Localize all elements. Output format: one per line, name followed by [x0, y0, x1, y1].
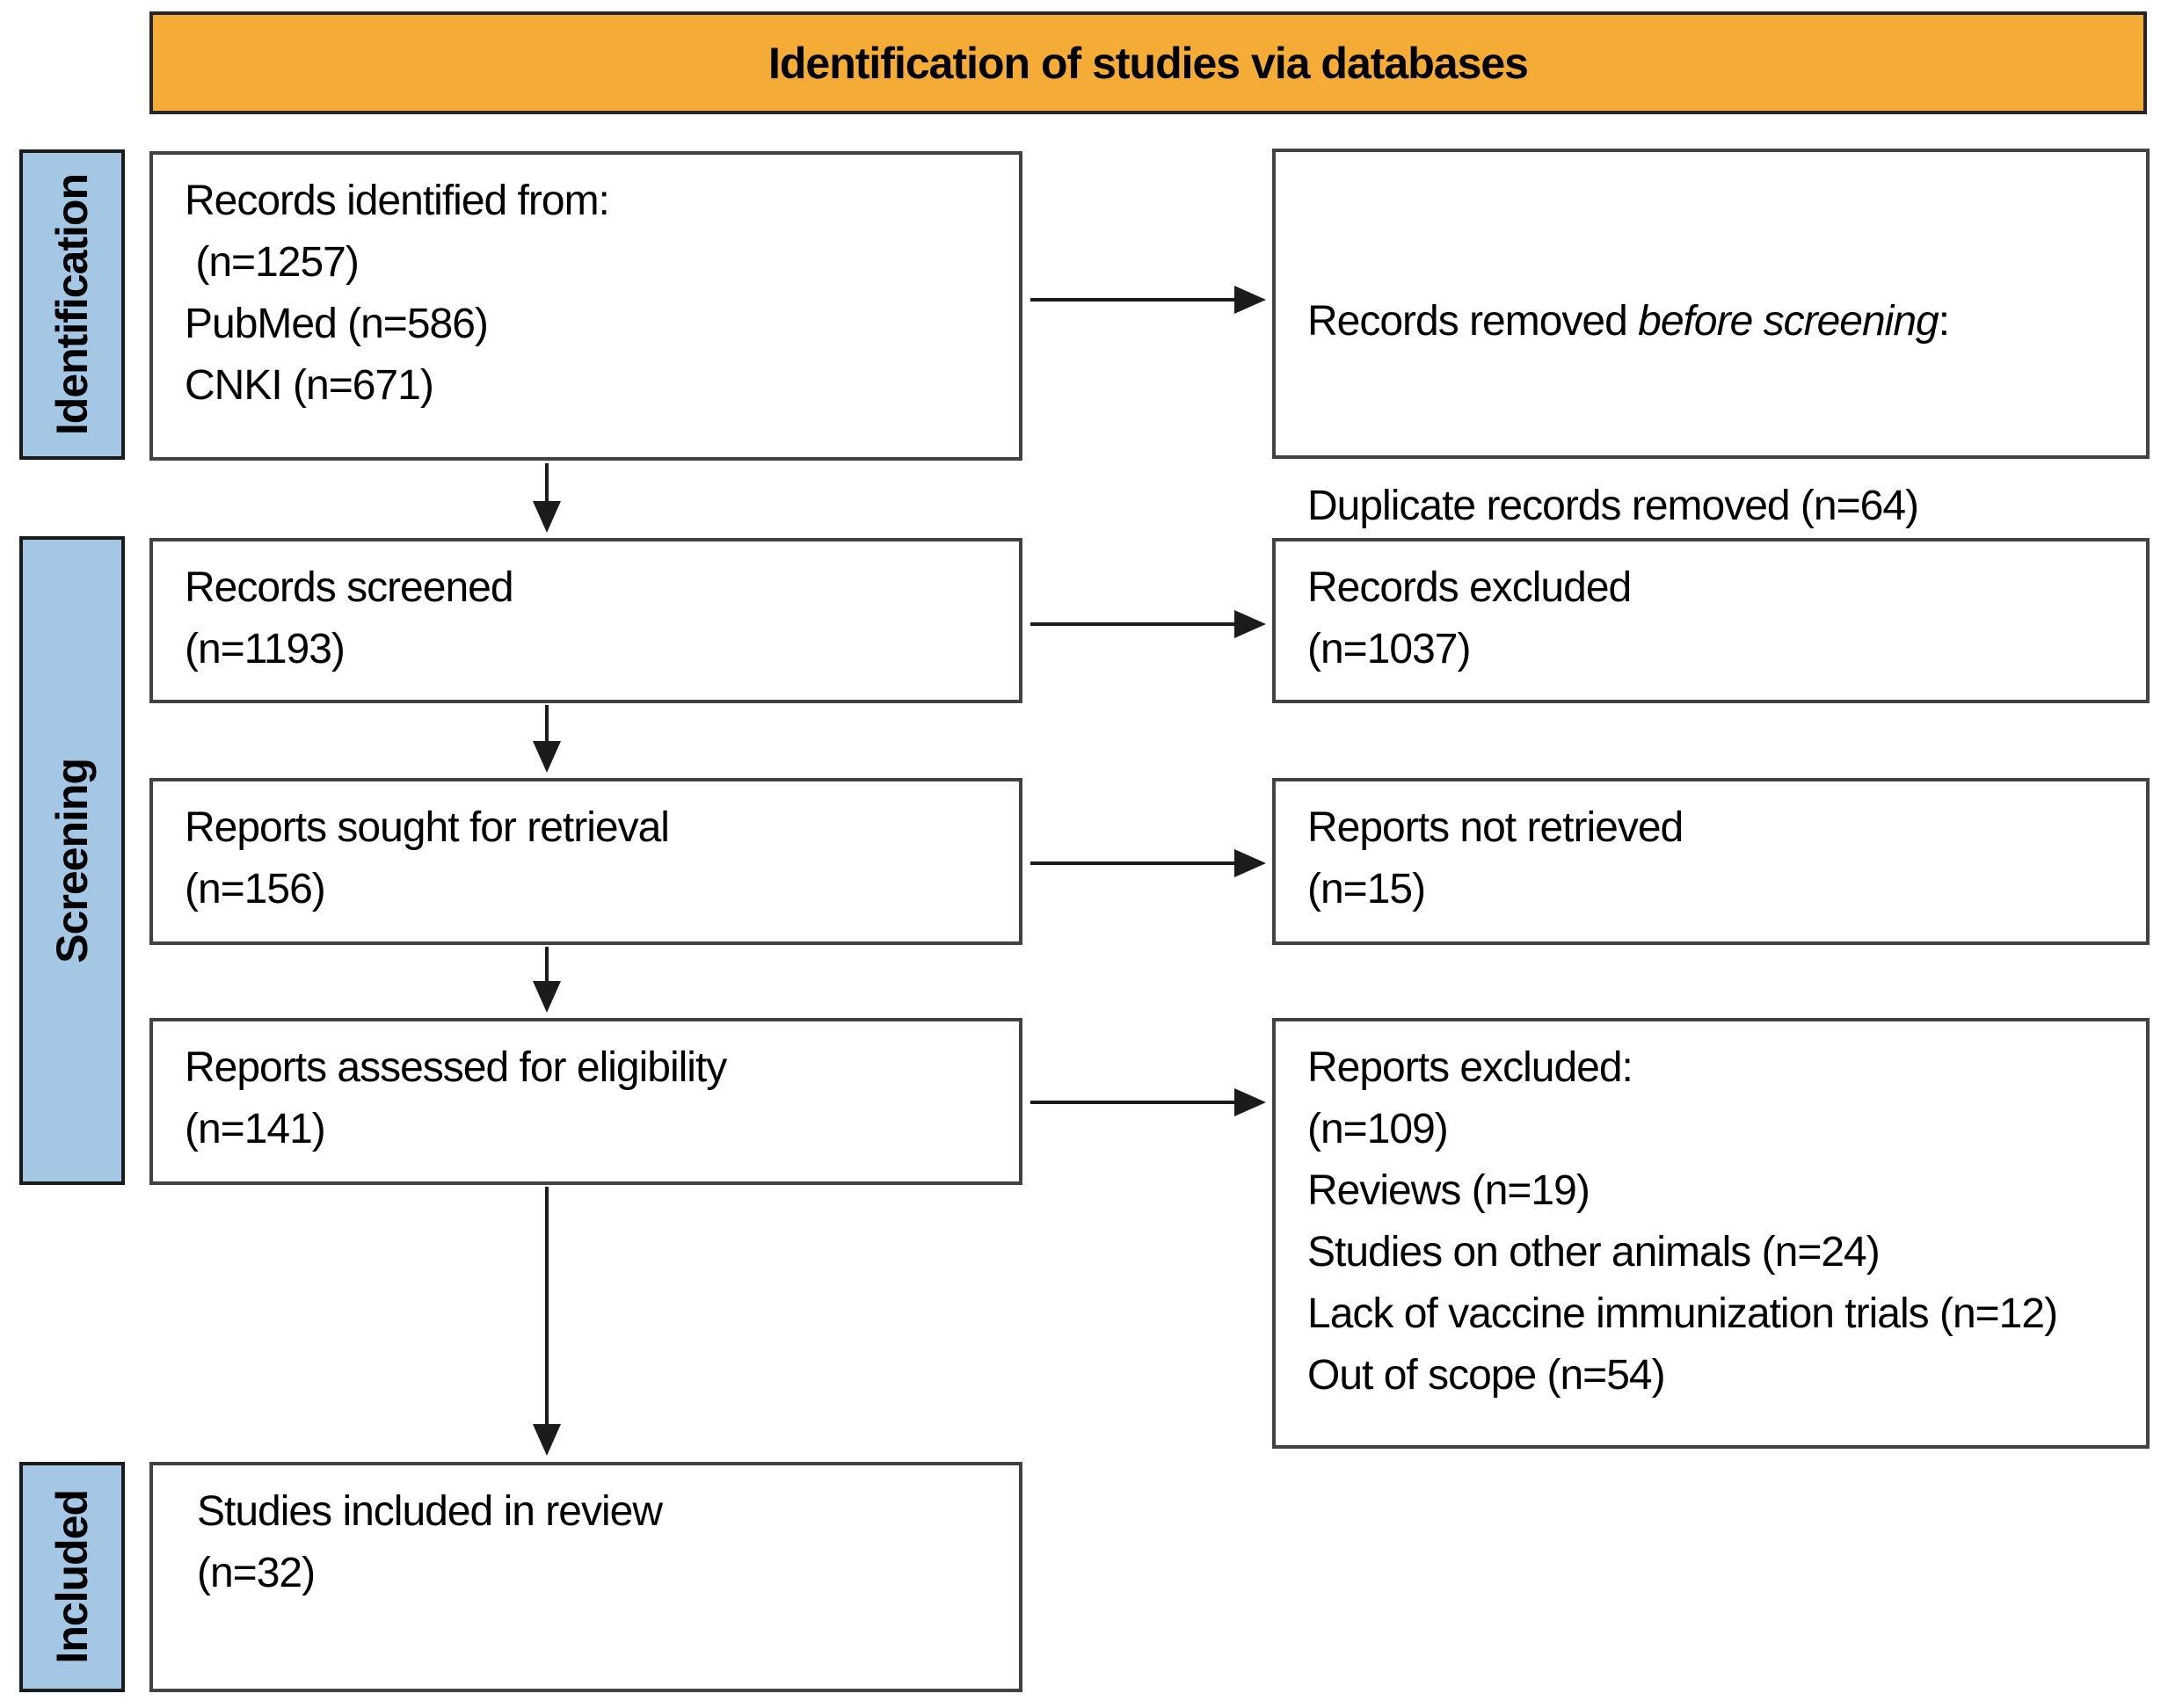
box-reports-not-retrieved-text: Reports not retrieved (n=15)	[1307, 804, 1684, 912]
box-studies-included: Studies included in review (n=32)	[149, 1462, 1022, 1692]
stage-included: Included	[19, 1462, 125, 1692]
box-reports-assessed: Reports assessed for eligibility (n=141)	[149, 1018, 1022, 1185]
box-reports-assessed-text: Reports assessed for eligibility (n=141)	[185, 1044, 727, 1152]
box-records-screened: Records screened (n=1193)	[149, 538, 1022, 703]
box-records-removed-text: Records removed before screening: Duplic…	[1307, 168, 2123, 660]
stage-screening-label: Screening	[47, 758, 97, 963]
box-records-screened-text: Records screened (n=1193)	[185, 564, 514, 672]
stage-included-label: Included	[47, 1490, 97, 1664]
box-records-identified: Records identified from: (n=1257) PubMed…	[149, 151, 1022, 461]
stage-screening: Screening	[19, 536, 125, 1185]
records-removed-line1: Records removed before screening:	[1307, 291, 2123, 353]
box-records-excluded: Records excluded (n=1037)	[1272, 538, 2150, 703]
box-reports-not-retrieved: Reports not retrieved (n=15)	[1272, 778, 2150, 945]
page-title: Identification of studies via databases	[768, 38, 1529, 88]
box-reports-sought: Reports sought for retrieval (n=156)	[149, 778, 1022, 945]
box-records-identified-text: Records identified from: (n=1257) PubMed…	[185, 178, 610, 409]
records-removed-prefix: Records removed	[1307, 298, 1639, 345]
box-reports-sought-text: Reports sought for retrieval (n=156)	[185, 804, 670, 912]
records-removed-line2: Duplicate records removed (n=64)	[1307, 483, 1919, 529]
stage-identification-label: Identification	[47, 173, 97, 436]
box-reports-excluded: Reports excluded: (n=109) Reviews (n=19)…	[1272, 1018, 2150, 1449]
records-removed-italic: before screening	[1638, 298, 1939, 345]
box-records-excluded-text: Records excluded (n=1037)	[1307, 564, 1632, 672]
stage-identification: Identification	[19, 149, 125, 460]
box-studies-included-text: Studies included in review (n=32)	[197, 1488, 663, 1596]
box-records-removed: Records removed before screening: Duplic…	[1272, 149, 2150, 529]
records-removed-suffix: :	[1938, 298, 1950, 345]
box-reports-excluded-text: Reports excluded: (n=109) Reviews (n=19)…	[1307, 1044, 2058, 1399]
header-banner: Identification of studies via databases	[149, 11, 2147, 114]
